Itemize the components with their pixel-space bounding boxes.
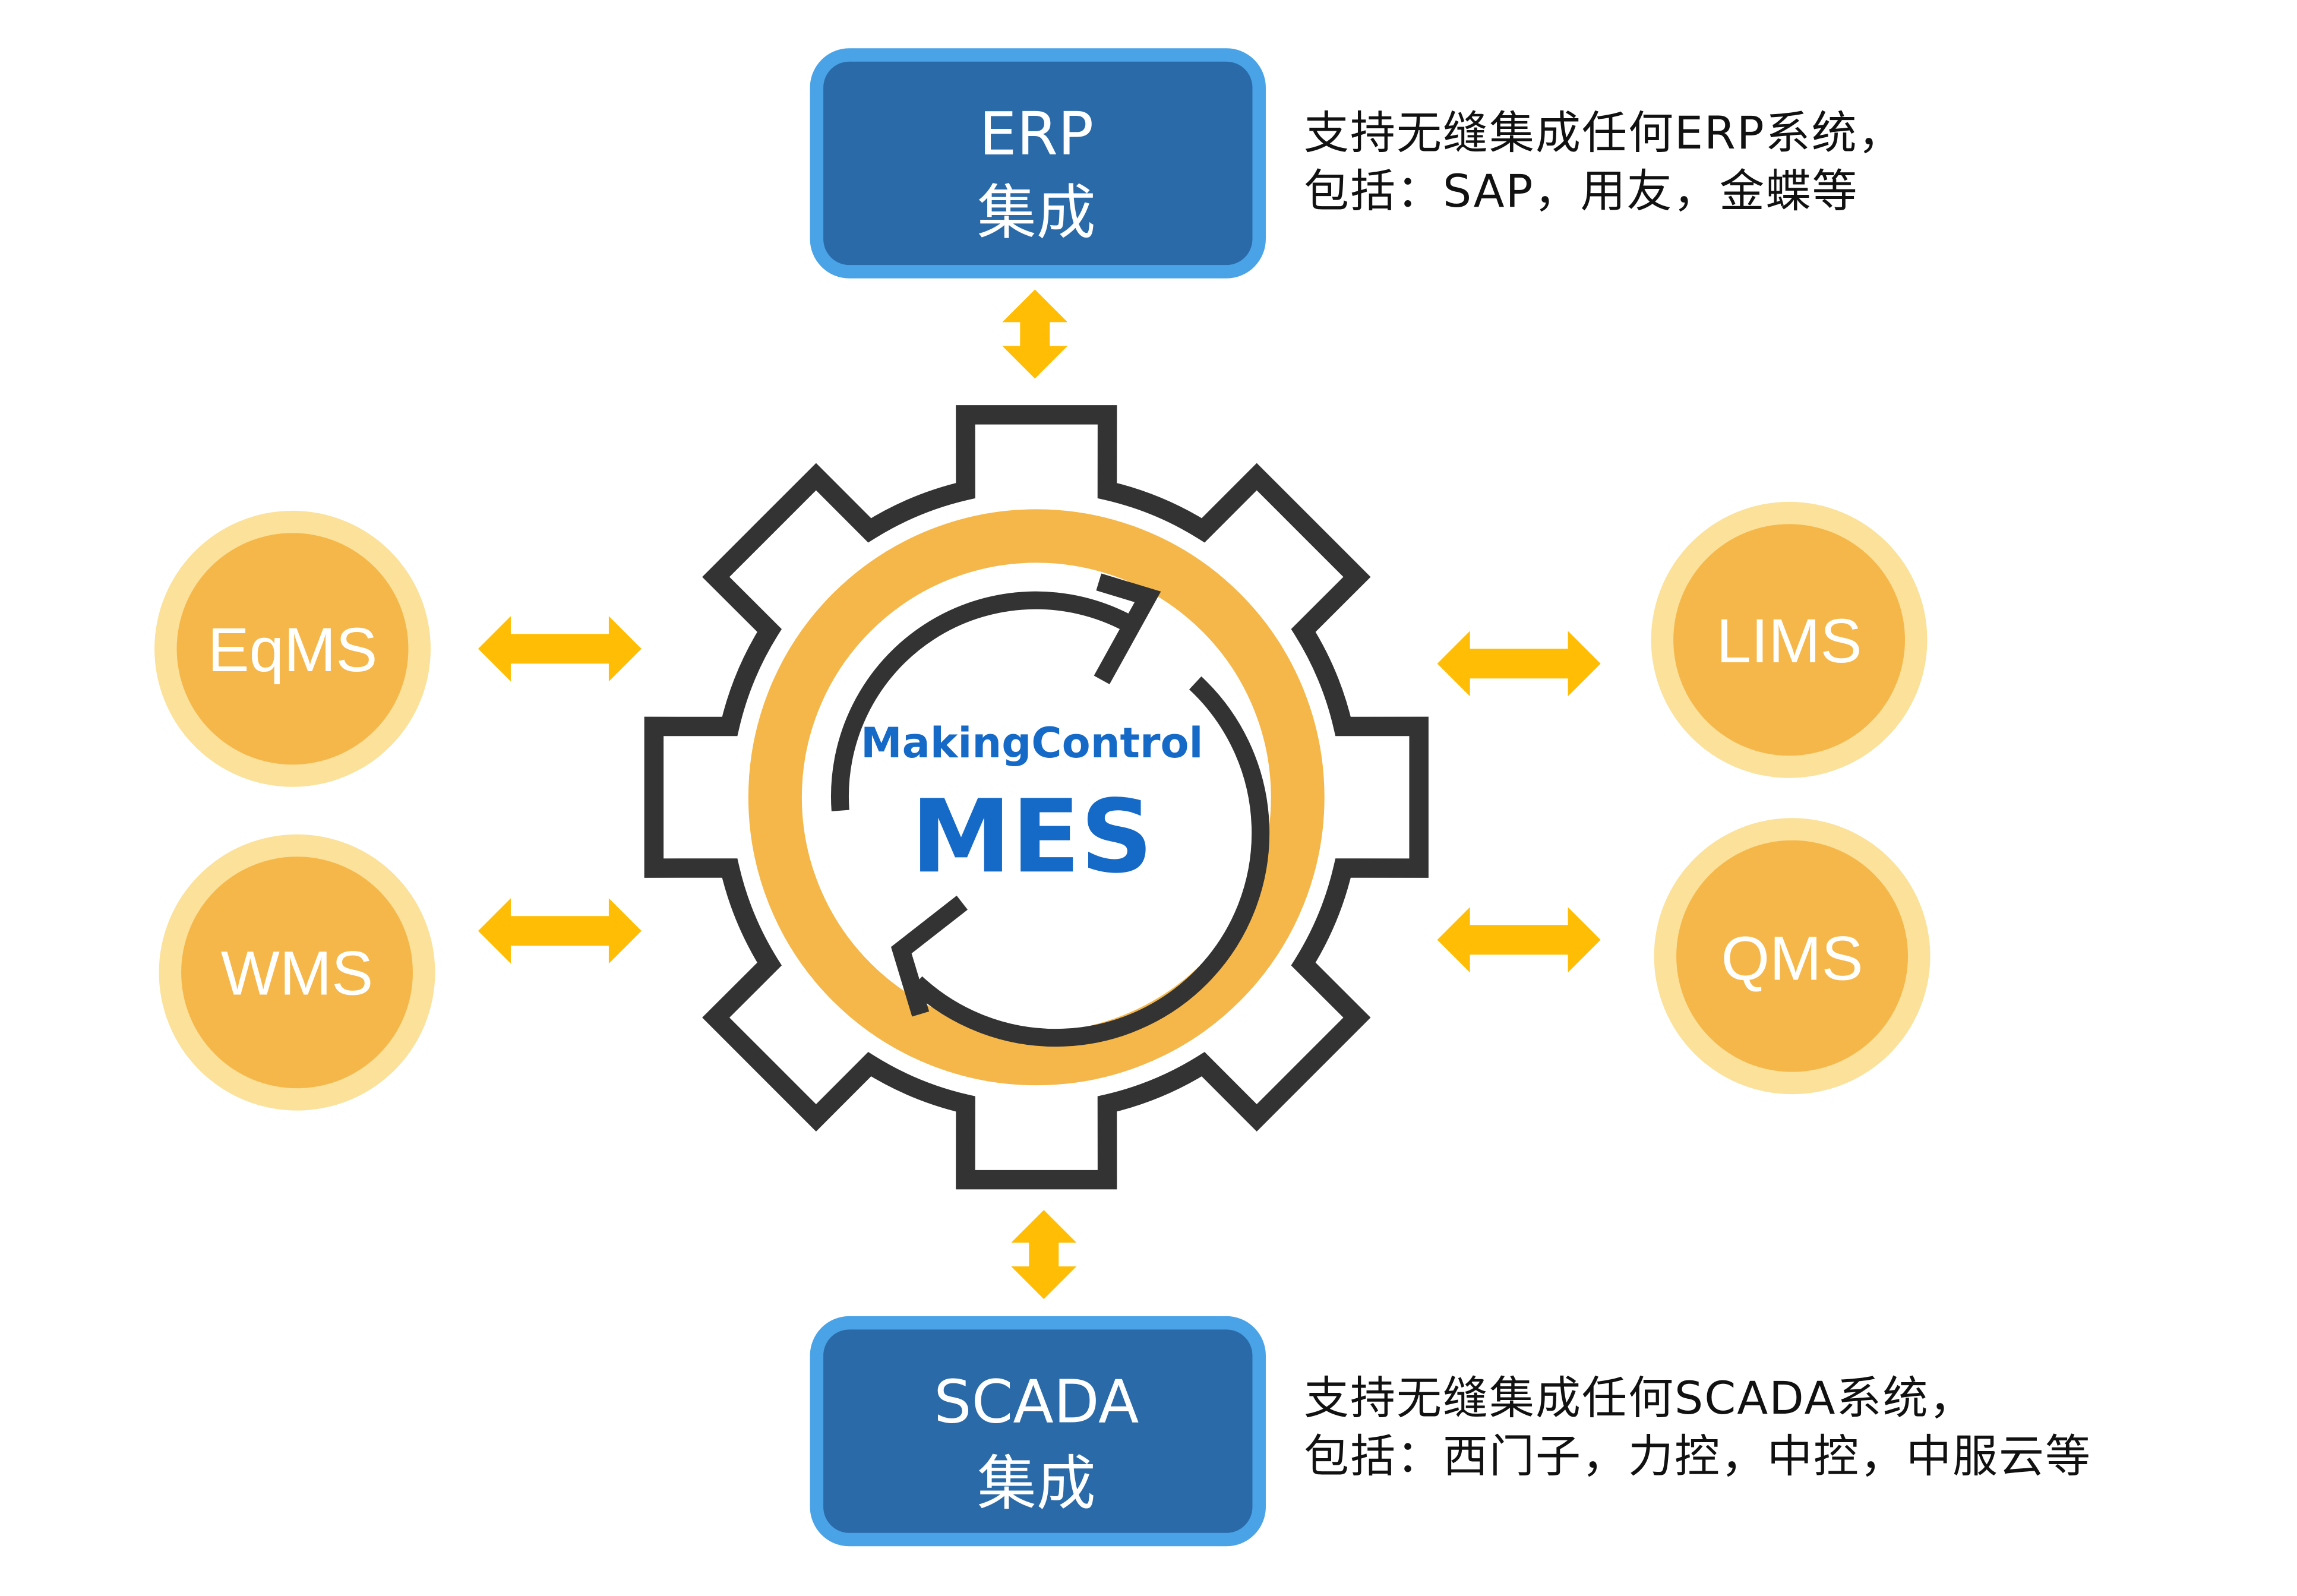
node-qms[interactable]: QMS [1654, 818, 1931, 1095]
erp-box-title: ERP [979, 99, 1094, 169]
cycle-arrows-icon [831, 573, 1270, 1047]
node-qms-label: QMS [1721, 924, 1863, 994]
mes-scada-arrow [1011, 1210, 1077, 1300]
erp-integration-box[interactable]: ERP 集成 [810, 48, 1266, 279]
center-ring [748, 509, 1325, 1086]
scada-integration-box[interactable]: SCADA 集成 [810, 1316, 1266, 1547]
scada-description-line2: 包括：西门子，力控，中控，中服云等 [1304, 1430, 2091, 1483]
scada-description-line1: 支持无缝集成任何SCADA系统， [1304, 1371, 1976, 1424]
erp-box-subtitle: 集成 [977, 178, 1096, 247]
node-lims-label: LIMS [1717, 606, 1862, 676]
eqms-mes-arrow [478, 616, 642, 682]
erp-description-line2: 包括：SAP，用友，金蝶等 [1304, 165, 1859, 217]
mes-label: MES [911, 778, 1153, 896]
scada-description: 支持无缝集成任何SCADA系统， 包括：西门子，力控，中控，中服云等 [1304, 1369, 2091, 1486]
node-eqms[interactable]: EqMS [154, 510, 431, 787]
scada-box-title: SCADA [934, 1367, 1139, 1437]
scada-box-subtitle: 集成 [977, 1449, 1096, 1518]
erp-mes-arrow [1002, 289, 1068, 379]
mes-lims-arrow [1437, 631, 1601, 697]
brand-label: MakingControl [861, 719, 1203, 767]
node-wms[interactable]: WMS [159, 834, 435, 1111]
wms-mes-arrow [478, 898, 642, 964]
mes-qms-arrow [1437, 907, 1601, 973]
erp-description-line1: 支持无缝集成任何ERP系统， [1304, 106, 1904, 159]
node-wms-label: WMS [221, 939, 374, 1009]
node-eqms-label: EqMS [208, 615, 378, 685]
gear-icon [644, 405, 1429, 1190]
erp-description: 支持无缝集成任何ERP系统， 包括：SAP，用友，金蝶等 [1304, 104, 1904, 220]
node-lims[interactable]: LIMS [1651, 501, 1928, 778]
